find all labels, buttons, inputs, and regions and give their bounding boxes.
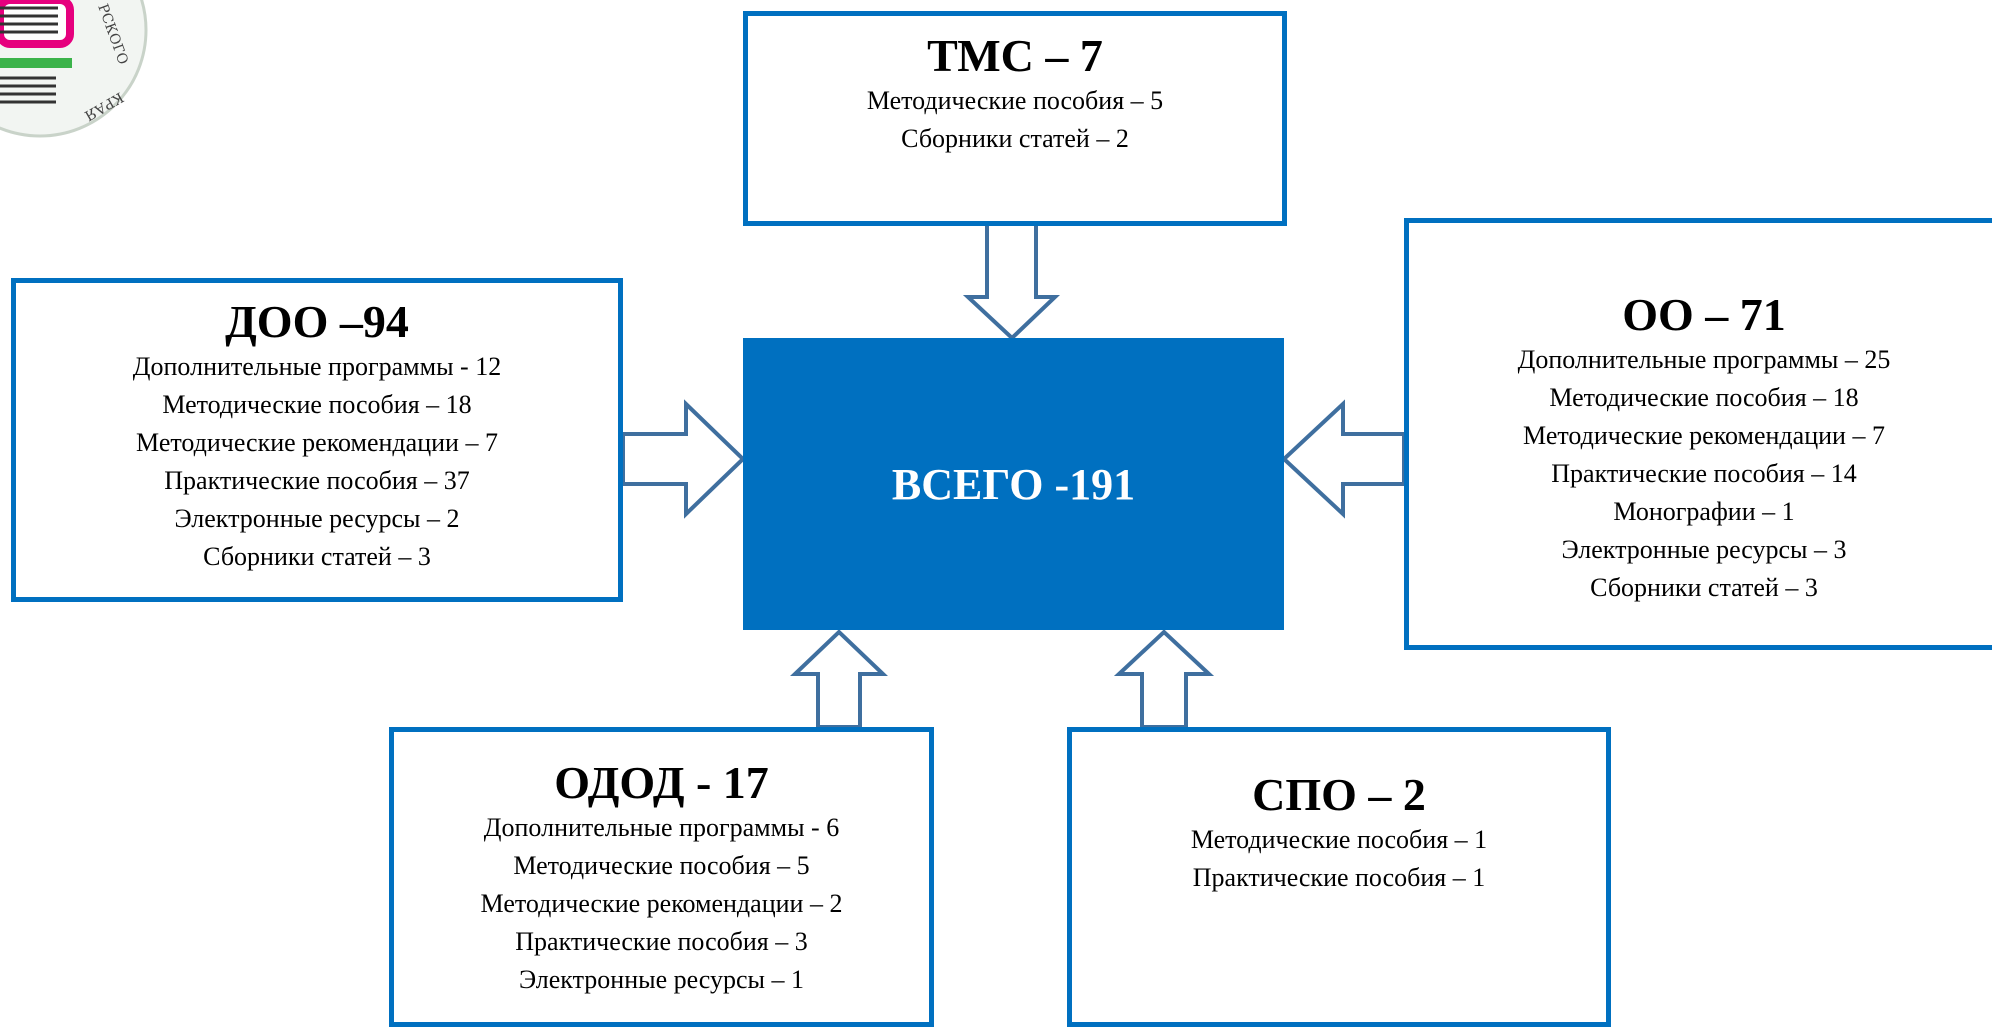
box-oo: ОО – 71 Дополнительные программы – 25 Ме… — [1404, 218, 1992, 650]
box-lines: Дополнительные программы – 25 Методическ… — [1409, 341, 1992, 607]
arrow-down-icon — [962, 222, 1060, 341]
box-line: Сборники статей – 3 — [1590, 573, 1818, 602]
logo: РСКОГО КРАЯ — [0, 0, 148, 138]
box-line: Дополнительные программы - 12 — [132, 352, 502, 381]
box-line: Дополнительные программы - 6 — [483, 813, 840, 842]
box-odod: ОДОД - 17 Дополнительные программы - 6 М… — [389, 727, 934, 1027]
box-line: Методические рекомендации – 2 — [480, 889, 843, 918]
box-line: Методические рекомендации – 7 — [136, 428, 498, 457]
logo-lines-icon — [0, 6, 58, 34]
box-title: ОО – 71 — [1622, 289, 1786, 340]
box-title: ОДОД - 17 — [554, 757, 769, 808]
box-spo: СПО – 2 Методические пособия – 1 Практич… — [1067, 727, 1611, 1027]
box-line: Сборники статей – 3 — [203, 542, 431, 571]
box-line: Методические пособия – 5 — [866, 86, 1164, 115]
box-lines: Методические пособия – 5 Сборники статей… — [748, 82, 1282, 158]
total-box: ВСЕГО -191 — [743, 338, 1284, 630]
box-line: Электронные ресурсы – 3 — [1561, 535, 1847, 564]
arrow-up-spo-icon — [1113, 629, 1215, 729]
box-line: Практические пособия – 3 — [515, 927, 808, 956]
box-lines: Методические пособия – 1 Практические по… — [1072, 821, 1606, 897]
box-line: Методические пособия – 18 — [162, 390, 472, 419]
box-line: Методические пособия – 5 — [513, 851, 810, 880]
arrow-right-icon — [621, 399, 746, 519]
box-title: ДОО –94 — [225, 296, 409, 347]
box-title: СПО – 2 — [1252, 769, 1426, 820]
logo-pencil-green-icon — [0, 58, 72, 68]
arrow-up-odod-icon — [790, 629, 888, 729]
box-lines: Дополнительные программы - 12 Методическ… — [16, 348, 618, 576]
box-lines: Дополнительные программы - 6 Методически… — [394, 809, 929, 999]
arrows-layer — [621, 222, 1406, 729]
box-line: Сборники статей – 2 — [901, 124, 1129, 153]
box-line: Методические пособия – 18 — [1549, 383, 1859, 412]
box-title: ТМС – 7 — [927, 30, 1103, 81]
box-tmc: ТМС – 7 Методические пособия – 5 Сборник… — [743, 11, 1287, 226]
total-label: ВСЕГО -191 — [891, 459, 1136, 509]
box-line: Практические пособия – 1 — [1192, 863, 1486, 892]
arrow-left-icon — [1281, 399, 1406, 519]
box-line: Электронные ресурсы – 1 — [518, 965, 805, 994]
box-line: Методические пособия – 1 — [1190, 825, 1488, 854]
box-line: Практические пособия – 37 — [164, 466, 470, 495]
box-line: Методические рекомендации – 7 — [1523, 421, 1885, 450]
box-line: Практические пособия – 14 — [1551, 459, 1857, 488]
box-line: Электронные ресурсы – 2 — [174, 504, 460, 533]
box-doo: ДОО –94 Дополнительные программы - 12 Ме… — [11, 278, 623, 602]
box-line: Монографии – 1 — [1613, 497, 1795, 526]
box-line: Дополнительные программы – 25 — [1517, 345, 1891, 374]
